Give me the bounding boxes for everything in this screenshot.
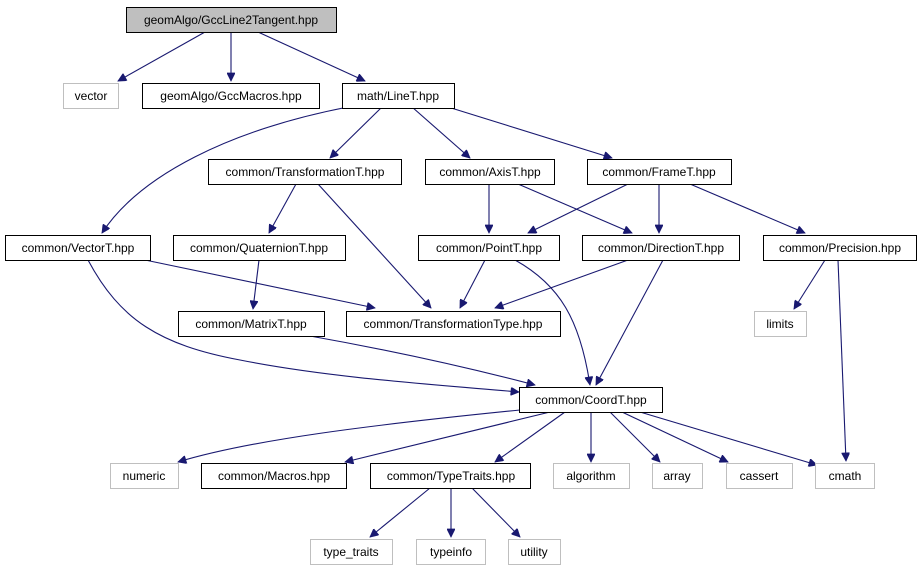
edge-transformationt-quaterniont (268, 183, 297, 233)
svg-text:common/AxisT.hpp: common/AxisT.hpp (439, 165, 541, 179)
node-cmath[interactable]: cmath (815, 463, 875, 489)
node-precision[interactable]: common/Precision.hpp (763, 235, 917, 261)
svg-text:utility: utility (520, 545, 547, 559)
edge-matrixt-coordt (309, 335, 535, 385)
svg-text:common/DirectionT.hpp: common/DirectionT.hpp (598, 241, 724, 255)
edge-quaterniont-matrixt (253, 259, 260, 309)
svg-text:cassert: cassert (740, 469, 779, 483)
node-limits[interactable]: limits (754, 311, 807, 337)
edge-coordt-array (609, 411, 660, 462)
svg-text:common/FrameT.hpp: common/FrameT.hpp (602, 165, 716, 179)
node-utility[interactable]: utility (508, 539, 561, 565)
node-framet[interactable]: common/FrameT.hpp (587, 159, 732, 185)
edge-transformationt-transformationtype (317, 183, 431, 308)
node-array[interactable]: array (652, 463, 703, 489)
edge-linet-transformationt (330, 106, 383, 158)
edge-pointt-coordt (514, 259, 590, 385)
edge-directiont-transformationtype (495, 259, 629, 308)
edge-directiont-coordt (595, 259, 664, 385)
node-linet[interactable]: math/LineT.hpp (342, 83, 455, 109)
node-vectort[interactable]: common/VectorT.hpp (5, 235, 151, 261)
edge-root-linet (257, 31, 365, 81)
node-macros[interactable]: common/Macros.hpp (201, 463, 347, 489)
node-coordt[interactable]: common/CoordT.hpp (519, 387, 663, 413)
edge-pointt-transformationtype (459, 259, 486, 308)
edge-coordt-typetraits (495, 411, 566, 462)
svg-text:array: array (663, 469, 690, 483)
svg-text:type_traits: type_traits (323, 545, 378, 559)
node-transformationt[interactable]: common/TransformationT.hpp (208, 159, 402, 185)
svg-text:common/CoordT.hpp: common/CoordT.hpp (535, 393, 647, 407)
edge-framet-pointt (528, 183, 629, 234)
svg-text:typeinfo: typeinfo (430, 545, 472, 559)
node-typetraits[interactable]: common/TypeTraits.hpp (370, 463, 531, 489)
edge-typetraits-type_traits (370, 487, 431, 537)
svg-text:common/TransformationType.hpp: common/TransformationType.hpp (364, 317, 543, 331)
svg-text:numeric: numeric (123, 469, 166, 483)
svg-text:geomAlgo/GccLine2Tangent.hpp: geomAlgo/GccLine2Tangent.hpp (144, 13, 318, 27)
node-numeric[interactable]: numeric (110, 463, 179, 489)
svg-text:common/VectorT.hpp: common/VectorT.hpp (22, 241, 135, 255)
edge-linet-axist (411, 106, 470, 158)
edge-coordt-cassert (621, 411, 728, 462)
node-axist[interactable]: common/AxisT.hpp (425, 159, 555, 185)
edge-coordt-cmath (639, 411, 817, 465)
edge-vectort-coordt (87, 259, 519, 392)
node-type_traits[interactable]: type_traits (310, 539, 393, 565)
edge-precision-limits (794, 259, 826, 309)
edge-vectort-transformationtype (144, 259, 375, 308)
edge-axist-directiont (517, 183, 632, 233)
svg-text:common/Macros.hpp: common/Macros.hpp (218, 469, 330, 483)
node-vector[interactable]: vector (63, 83, 119, 109)
node-cassert[interactable]: cassert (726, 463, 793, 489)
node-pointt[interactable]: common/PointT.hpp (418, 235, 560, 261)
edge-root-vector (118, 31, 206, 82)
edge-linet-vectort (102, 106, 349, 233)
node-typeinfo[interactable]: typeinfo (416, 539, 486, 565)
svg-text:common/TypeTraits.hpp: common/TypeTraits.hpp (387, 469, 516, 483)
svg-text:common/MatrixT.hpp: common/MatrixT.hpp (195, 317, 307, 331)
node-matrixt[interactable]: common/MatrixT.hpp (178, 311, 325, 337)
edge-linet-framet (447, 106, 612, 158)
svg-text:geomAlgo/GccMacros.hpp: geomAlgo/GccMacros.hpp (160, 89, 302, 103)
node-algorithm[interactable]: algorithm (553, 463, 630, 489)
svg-text:math/LineT.hpp: math/LineT.hpp (357, 89, 439, 103)
node-quaterniont[interactable]: common/QuaternionT.hpp (173, 235, 346, 261)
edge-framet-precision (689, 183, 805, 233)
edge-typetraits-utility (471, 487, 520, 537)
edge-coordt-macros (345, 411, 551, 462)
svg-text:limits: limits (766, 317, 793, 331)
node-gccmacros[interactable]: geomAlgo/GccMacros.hpp (142, 83, 320, 109)
node-transformationtype[interactable]: common/TransformationType.hpp (346, 311, 561, 337)
node-directiont[interactable]: common/DirectionT.hpp (582, 235, 740, 261)
svg-text:common/QuaternionT.hpp: common/QuaternionT.hpp (190, 241, 328, 255)
dependency-edges (87, 31, 846, 537)
edge-precision-cmath (837, 259, 846, 461)
svg-text:common/TransformationT.hpp: common/TransformationT.hpp (226, 165, 385, 179)
svg-text:vector: vector (75, 89, 108, 103)
svg-text:common/Precision.hpp: common/Precision.hpp (779, 241, 901, 255)
svg-text:algorithm: algorithm (566, 469, 615, 483)
node-gccline2tangent[interactable]: geomAlgo/GccLine2Tangent.hpp (126, 7, 337, 33)
edge-coordt-numeric (178, 409, 521, 462)
svg-text:cmath: cmath (829, 469, 862, 483)
svg-text:common/PointT.hpp: common/PointT.hpp (436, 241, 542, 255)
